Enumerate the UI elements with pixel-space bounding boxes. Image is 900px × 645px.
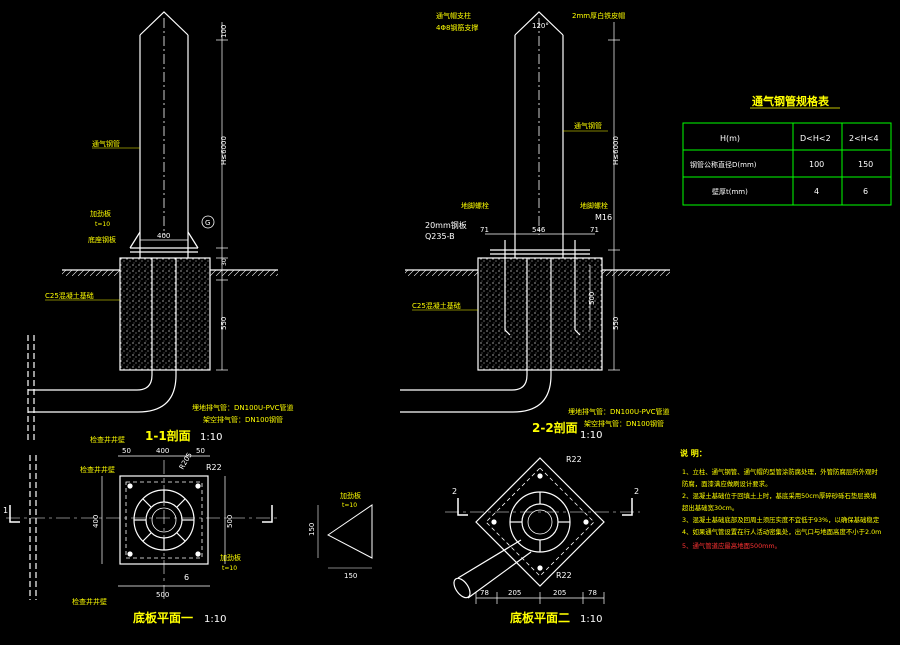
table-row-0-label: 钢管公称直径D(mm) xyxy=(690,160,757,169)
marker-1: 1 xyxy=(3,506,8,515)
marker-2a: 2 xyxy=(452,487,457,496)
label-base: 底座钢板 xyxy=(88,235,116,244)
dim-50b: 50 xyxy=(196,447,205,455)
table-row-1-c1: 4 xyxy=(814,187,819,196)
dim-500v: 500 xyxy=(226,515,234,528)
section-2-2-labels: 通气帽支柱 4Φ8钢筋支撑 120° 2mm厚白铁皮帽 通气钢管 地脚螺栓 地脚… xyxy=(412,11,670,441)
dim-150h: 150 xyxy=(344,572,357,580)
dim-400: 400 xyxy=(156,447,169,455)
table-header-1: D<H<2 xyxy=(800,134,831,143)
dim-30: 30 xyxy=(221,258,228,266)
dim-205b: 205 xyxy=(553,589,566,597)
table-row-1-label: 壁厚t(mm) xyxy=(712,187,748,196)
notes: 说 明： 1、立柱、通气钢管、通气帽的型管涂防腐处理，外管防腐层所外观时 防腐，… xyxy=(680,448,881,550)
section-scale: 1:10 xyxy=(200,432,222,443)
dim-205a: 205 xyxy=(508,589,521,597)
dim-550: 550 xyxy=(612,317,620,330)
plan-1-labels: 50 400 50 R205 R22 400 500 500 加劲板 t=10 … xyxy=(3,447,361,625)
plan-2 xyxy=(445,457,640,604)
section-scale: 1:10 xyxy=(580,430,602,441)
label-angle: 120° xyxy=(532,22,549,30)
section-2-2 xyxy=(400,11,670,413)
label-concrete: C25混凝土基础 xyxy=(45,291,94,300)
label-bolt: 地脚螺栓 xyxy=(461,201,489,210)
section-1-1-labels: 通气钢管 加劲板 t=10 底座钢板 C25混凝土基础 埋地排气管：DN100U… xyxy=(45,25,294,444)
label-pipe-in: 埋地排气管：DN100U-PVC管道 xyxy=(192,403,294,412)
plan-scale: 1:10 xyxy=(204,614,226,625)
dim-71b: 71 xyxy=(590,226,599,234)
dim-78b: 78 xyxy=(588,589,597,597)
dim-50a: 50 xyxy=(122,447,131,455)
dim-h: H≤6000 xyxy=(612,136,620,165)
dim-r22b: R22 xyxy=(556,571,572,580)
plate-label: 加劲板 xyxy=(340,491,361,500)
dim-r22: R22 xyxy=(206,463,222,472)
label-top3: 2mm厚白铁皮帽 xyxy=(572,11,625,20)
section-1-1 xyxy=(27,11,278,440)
dim-400: 400 xyxy=(157,232,170,240)
label-top1: 通气帽支柱 xyxy=(436,11,471,20)
spec-table: 通气钢管规格表 H(m) D<H<2 2<H<4 钢管公称直径D(mm) 100… xyxy=(682,94,892,206)
note-line-5: 4、如果通气管设置在行人活动密集处，出气口与地面高度不小于2.0m xyxy=(682,527,881,536)
plan-2-labels: R22 R22 78 205 205 78 2 2 底板平面二 1:10 xyxy=(452,455,639,625)
label-pipe: 通气钢管 xyxy=(92,139,120,148)
note-line-0: 1、立柱、通气钢管、通气帽的型管涂防腐处理，外管防腐层所外观时 xyxy=(682,467,878,476)
note-line-3: 超出基础宽30cm。 xyxy=(682,503,738,512)
table-row-1-c2: 6 xyxy=(863,187,868,196)
table-title: 通气钢管规格表 xyxy=(752,94,830,108)
label-plate: 加劲板 xyxy=(220,553,241,562)
marker-6: 6 xyxy=(184,573,189,582)
label-q235: Q235-B xyxy=(425,232,455,241)
notes-heading: 说 明： xyxy=(680,448,707,458)
label-plate-t: t=10 xyxy=(95,221,110,228)
label-pipe-in2: 架空排气管：DN100钢管 xyxy=(584,419,664,428)
section-title: 2-2剖面 xyxy=(532,420,578,435)
label-pipe-in2: 架空排气管：DN100钢管 xyxy=(203,415,283,424)
label-plate: 20mm钢板 xyxy=(425,220,467,230)
dim-550: 550 xyxy=(220,317,228,330)
label-concrete: C25混凝土基础 xyxy=(412,301,461,310)
marker-2b: 2 xyxy=(634,487,639,496)
note-line-2: 2、混凝土基础位于回填土上时，基底采用50cm厚碎砂砾石垫层换填 xyxy=(682,491,877,500)
dim-78a: 78 xyxy=(480,589,489,597)
note-line-4: 3、混凝土基础底部及回周土须压实度不宜低于93%，以确保基础稳定 xyxy=(682,515,880,524)
label-well: 检查井井壁 xyxy=(80,465,115,474)
note-line-6: 5、通气管道应最高地面500mm。 xyxy=(682,541,781,550)
dim-top: 100 xyxy=(220,25,228,38)
label-plate-t: t=10 xyxy=(222,565,237,572)
plate-t: t=10 xyxy=(342,502,357,509)
marker-g: G xyxy=(205,219,210,227)
dim-71a: 71 xyxy=(480,226,489,234)
table-header-0: H(m) xyxy=(720,134,740,143)
label-well2: 检查井井壁 xyxy=(72,597,107,606)
label-top2: 4Φ8钢筋支撑 xyxy=(436,23,478,32)
note-line-1: 防腐，面漆满应做刷设计要求。 xyxy=(682,479,771,488)
table-row-0-c1: 100 xyxy=(809,160,824,169)
dim-r22a: R22 xyxy=(566,455,582,464)
section-title: 1-1剖面 xyxy=(145,428,191,443)
dim-h: H≤6000 xyxy=(220,136,228,165)
table-header-2: 2<H<4 xyxy=(849,134,879,143)
label-plate: 加劲板 xyxy=(90,209,111,218)
label-pipe: 通气钢管 xyxy=(574,121,602,130)
dim-r205: R205 xyxy=(178,451,194,471)
dim-500: 500 xyxy=(588,292,596,305)
dim-400v: 400 xyxy=(92,515,100,528)
plan-title: 底板平面一 xyxy=(133,610,193,625)
plan-1 xyxy=(6,455,373,600)
dim-546: 546 xyxy=(532,226,546,234)
label-pipe-in: 埋地排气管：DN100U-PVC管道 xyxy=(568,407,670,416)
dim-500h: 500 xyxy=(156,591,169,599)
table-row-0-c2: 150 xyxy=(858,160,873,169)
plan-title: 底板平面二 xyxy=(510,610,570,625)
plan-scale: 1:10 xyxy=(580,614,602,625)
label-bolt2: 地脚螺栓 xyxy=(580,201,608,210)
label-m16: M16 xyxy=(595,213,612,222)
label-well: 检查井井壁 xyxy=(90,435,125,444)
dim-150v: 150 xyxy=(308,523,316,536)
